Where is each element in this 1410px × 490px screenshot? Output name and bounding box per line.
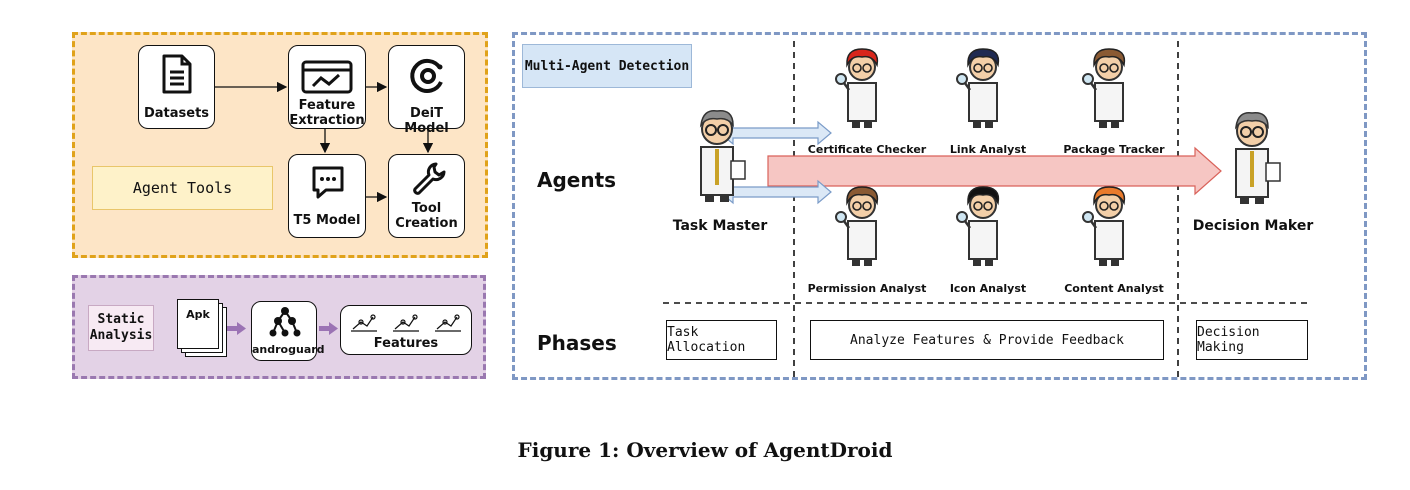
feature-graph-icons xyxy=(351,314,461,332)
androguard-node: androguard xyxy=(251,301,325,361)
phase-decision-making: Decision Making xyxy=(1196,320,1308,360)
agent-label-link-analyst: Link Analyst xyxy=(949,143,1027,156)
agent-avatar-permission-analyst xyxy=(835,186,879,266)
model-ring-icon xyxy=(410,58,443,93)
document-icon xyxy=(162,54,192,94)
chat-icon xyxy=(312,166,344,199)
agent-label-package-tracker: Package Tracker xyxy=(1063,143,1165,156)
phases-row-label: Phases xyxy=(537,331,617,355)
static-analysis-label: Static Analysis xyxy=(88,305,154,351)
tool-creation-label: Tool Creation xyxy=(395,201,458,231)
t5-model-label: T5 Model xyxy=(293,213,361,228)
agent-label-icon-analyst: Icon Analyst xyxy=(949,282,1027,295)
androguard-label: androguard xyxy=(252,343,325,356)
wrench-icon xyxy=(413,162,446,195)
agent-avatar-icon-analyst xyxy=(956,186,1000,266)
features-label: Features xyxy=(373,336,439,351)
phase-analyze-features: Analyze Features & Provide Feedback xyxy=(810,320,1164,360)
features-node: Features xyxy=(340,305,472,355)
apk-label: Apk xyxy=(177,299,219,349)
deit-model-node: DeiT Model xyxy=(388,45,465,136)
figure-caption: Figure 1: Overview of AgentDroid xyxy=(517,438,893,462)
task-master-avatar xyxy=(699,110,746,202)
agent-tools-label: Agent Tools xyxy=(92,166,273,210)
multi-agent-panel: Multi-Agent Detection Agents Phases Task… xyxy=(512,32,1367,380)
agent-label-content-analyst: Content Analyst xyxy=(1064,282,1164,295)
static-analysis-panel: Static Analysis Apk androguard Feature xyxy=(72,275,486,379)
feature-extraction-label: Feature Extraction xyxy=(289,98,365,128)
static-connectors xyxy=(227,322,338,335)
agent-label-permission-analyst: Permission Analyst xyxy=(807,282,927,295)
androguard-logo-icon xyxy=(269,307,301,337)
apk-stack: Apk xyxy=(177,299,227,357)
datasets-label: Datasets xyxy=(143,106,210,121)
red-arrow xyxy=(767,146,1222,196)
task-master-label: Task Master xyxy=(672,218,768,234)
agent-avatar-link-analyst xyxy=(956,48,1000,128)
tool-creation-node: Tool Creation xyxy=(388,154,465,238)
agent-avatar-package-tracker xyxy=(1082,48,1126,128)
feature-extraction-node: Feature Extraction xyxy=(288,45,366,129)
phase-task-allocation: Task Allocation xyxy=(666,320,777,360)
deit-model-label: DeiT Model xyxy=(404,106,449,136)
decision-maker-avatar xyxy=(1234,112,1281,204)
agent-label-certificate-checker: Certificate Checker xyxy=(807,143,927,156)
datasets-node: Datasets xyxy=(138,45,215,129)
agent-avatar-content-analyst xyxy=(1082,186,1126,266)
chart-card-icon xyxy=(301,60,353,94)
agents-row-label: Agents xyxy=(537,168,617,192)
tools-connectors xyxy=(215,81,434,203)
t5-model-node: T5 Model xyxy=(288,154,366,238)
multi-agent-title: Multi-Agent Detection xyxy=(522,44,692,88)
agent-avatar-certificate-checker xyxy=(835,48,879,128)
agent-tools-panel: Agent Tools Datasets Feature Extraction … xyxy=(72,32,488,258)
decision-maker-label: Decision Maker xyxy=(1192,218,1314,234)
